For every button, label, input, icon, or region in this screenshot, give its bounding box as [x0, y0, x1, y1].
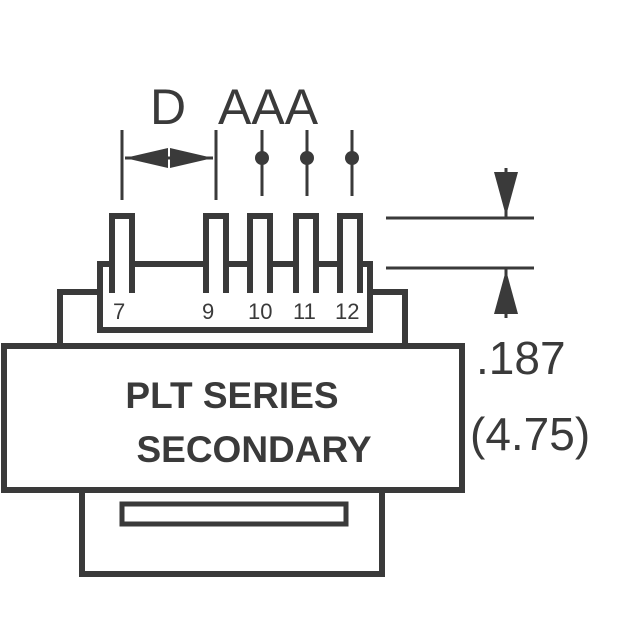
dimension-inch: .187: [476, 332, 566, 384]
aaa-dot-2: [300, 151, 314, 165]
pin-10: [247, 213, 273, 299]
pin-11: [293, 213, 319, 299]
d-arrow-right: [170, 148, 213, 168]
pin-label-9: 9: [202, 299, 214, 324]
body-title-line1: PLT SERIES: [125, 375, 338, 416]
d-dimension: [120, 130, 218, 200]
pin-label-7: 7: [113, 299, 125, 324]
pin-7: [109, 213, 135, 299]
aaa-label: AAA: [218, 79, 319, 135]
body-title-line2: SECONDARY: [136, 429, 371, 470]
transformer-body: [1, 343, 465, 493]
pin-label-11: 11: [293, 299, 316, 324]
up-arrow: [494, 270, 518, 314]
pin-12: [337, 213, 363, 299]
base-slot: [119, 501, 349, 527]
aaa-dot-1: [255, 151, 269, 165]
dimension-mm: (4.75): [470, 408, 590, 460]
pin-9: [203, 213, 229, 299]
aaa-dot-3: [345, 151, 359, 165]
d-label: D: [150, 79, 186, 135]
pin-label-10: 10: [248, 299, 272, 324]
d-arrow-left: [125, 148, 168, 168]
down-arrow: [494, 172, 518, 216]
pin-label-12: 12: [335, 299, 359, 324]
